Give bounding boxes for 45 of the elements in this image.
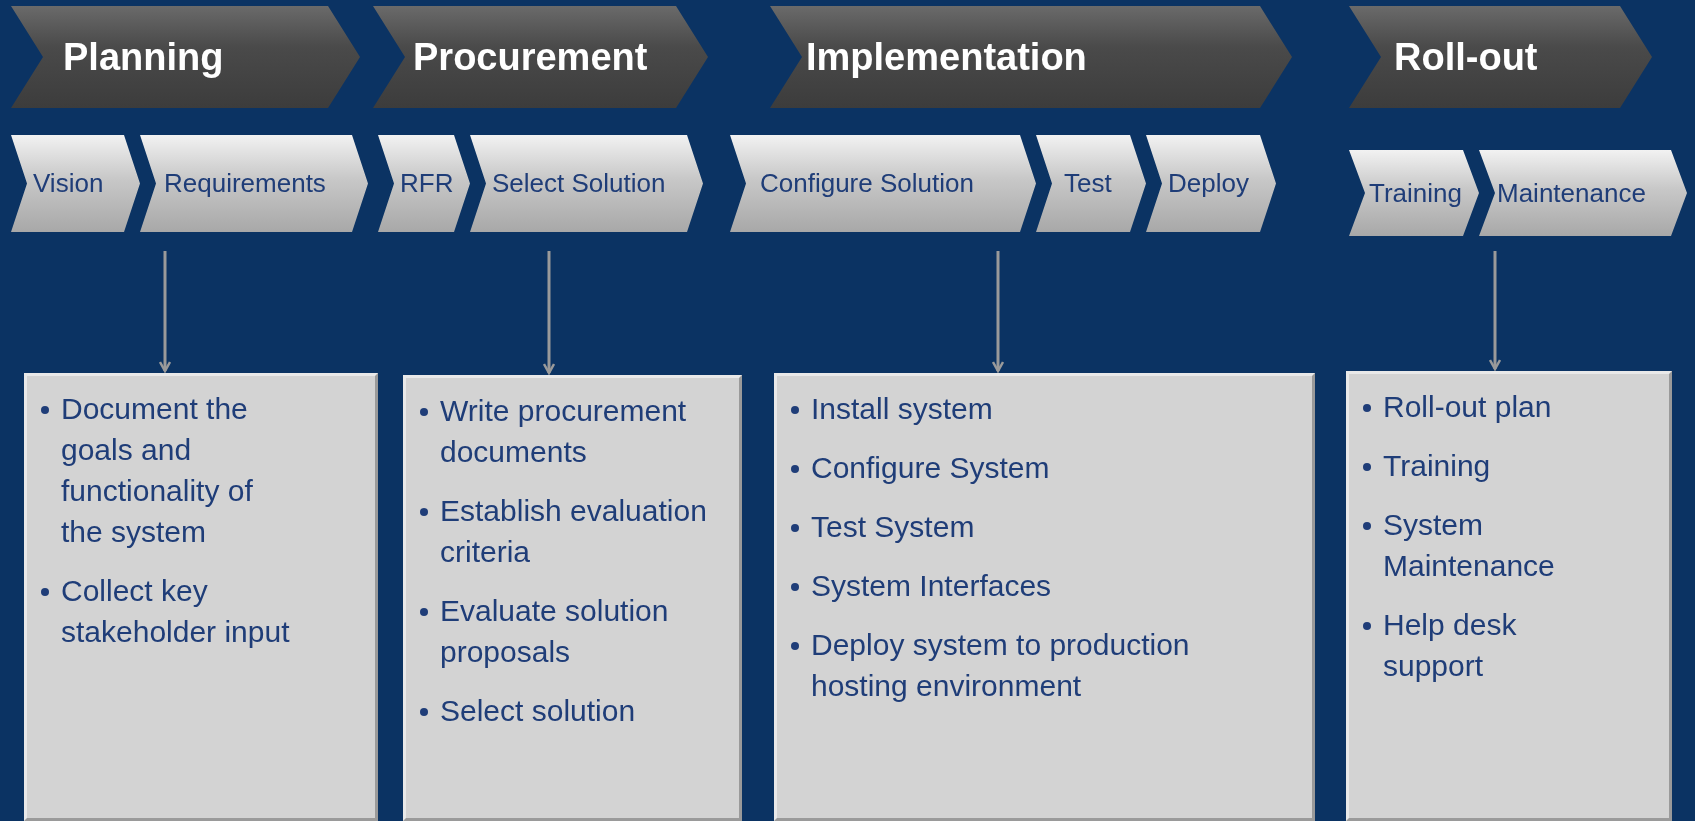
task-list-box <box>24 373 378 821</box>
phase-title: Implementation <box>806 35 1087 79</box>
step-tab <box>140 135 368 232</box>
arrow <box>158 251 172 373</box>
task-list-box <box>403 375 742 821</box>
step-tab <box>1146 135 1276 232</box>
step-label: Deploy <box>1168 168 1249 199</box>
task-text: Deploy system to production hosting environment <box>811 628 1190 702</box>
task-text: Install system <box>811 392 993 425</box>
task-text: Collect key stakeholder input <box>61 574 290 648</box>
arrow <box>1488 251 1502 371</box>
task-text: Test System <box>811 510 975 543</box>
step-label: Test <box>1064 168 1112 199</box>
arrow <box>542 251 556 375</box>
step-label: Training <box>1369 177 1462 209</box>
task-list-box <box>774 373 1315 821</box>
step-tab <box>11 135 140 232</box>
task-list-box <box>1346 371 1672 821</box>
task-text: Document the goals and functionality of the system <box>61 392 253 548</box>
task-text: Training <box>1383 449 1491 482</box>
task-text: Write procurement documents <box>440 394 687 468</box>
step-label: Select Solution <box>492 168 666 199</box>
task-text: Help desk support <box>1383 608 1517 682</box>
task-text: Select solution <box>440 694 636 727</box>
task-text: Establish evaluation criteria <box>440 494 707 568</box>
step-tab <box>378 135 470 232</box>
task-text: Roll-out plan <box>1383 390 1552 423</box>
task-text: System Interfaces <box>811 569 1052 602</box>
step-label: Configure Solution <box>760 168 974 199</box>
phase-title: Roll-out <box>1394 35 1538 79</box>
step-label: Maintenance <box>1497 177 1646 209</box>
step-tab <box>470 135 703 232</box>
phase-title: Procurement <box>413 35 648 79</box>
task-text: Configure System <box>811 451 1050 484</box>
step-label: Vision <box>33 168 104 199</box>
phase-title: Planning <box>63 35 224 79</box>
step-tab <box>1036 135 1146 232</box>
step-label: Requirements <box>164 168 326 199</box>
arrow <box>991 251 1005 373</box>
step-label: RFR <box>400 168 454 199</box>
task-text: Evaluate solution proposals <box>440 594 669 668</box>
step-tab <box>1349 150 1479 236</box>
step-tab <box>730 135 1036 232</box>
task-text: System Maintenance <box>1383 508 1555 582</box>
step-tab <box>1479 150 1687 236</box>
